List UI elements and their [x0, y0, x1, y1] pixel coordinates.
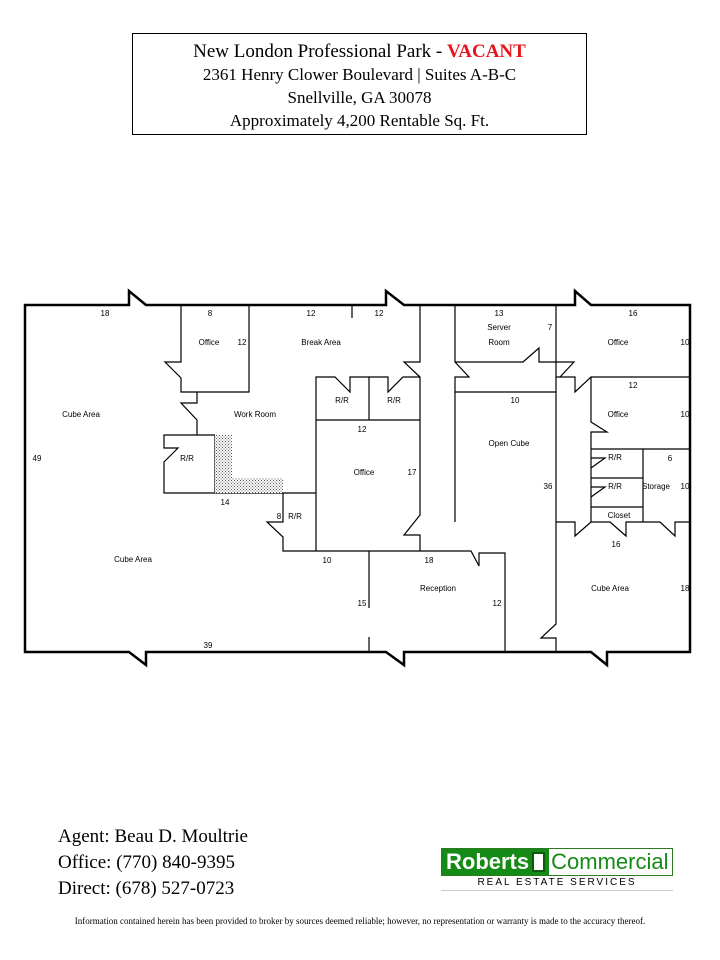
property-name: New London Professional Park - [193, 41, 447, 62]
room-label: Office [608, 410, 629, 419]
dimension: 12 [238, 338, 247, 347]
dimension: 10 [323, 556, 332, 565]
room-label: R/R [288, 512, 302, 521]
dimension: 39 [204, 641, 213, 650]
dimension: 16 [612, 540, 621, 549]
room-label: Break Area [301, 338, 341, 347]
room-label: Office [608, 338, 629, 347]
room-label: Office [199, 338, 220, 347]
room-label: Closet [608, 511, 631, 520]
room-label: Storage [642, 482, 671, 491]
room-labels: Cube Area Office Break Area Work Room R/… [62, 323, 670, 593]
roberts-commercial-logo: Roberts Commercial REAL ESTATE SERVICES [441, 848, 673, 891]
room-label: R/R [180, 454, 194, 463]
dimension: 18 [101, 309, 110, 318]
room-label: Cube Area [591, 584, 629, 593]
dimension: 6 [668, 454, 673, 463]
room-label: Reception [420, 584, 456, 593]
agent-name: Agent: Beau D. Moultrie [58, 826, 248, 847]
dimension: 18 [681, 584, 690, 593]
logo-left-text: Roberts [446, 849, 530, 874]
office-phone: Office: (770) 840-9395 [58, 852, 235, 873]
disclaimer: Information contained herein has been pr… [74, 916, 646, 926]
dimension: 15 [358, 599, 367, 608]
room-label: Work Room [234, 410, 276, 419]
dimension: 12 [375, 309, 384, 318]
agent-contact: Agent: Beau D. Moultrie Office: (770) 84… [58, 824, 248, 902]
dimension: 36 [544, 482, 553, 491]
dimension: 8 [277, 512, 282, 521]
city: Snellville, GA 30078 [287, 88, 432, 107]
room-label: Cube Area [62, 410, 100, 419]
square-footage: Approximately 4,200 Rentable Sq. Ft. [229, 111, 490, 130]
dimension: 12 [307, 309, 316, 318]
dimension: 12 [629, 381, 638, 390]
dimension-labels: 18 8 12 12 12 13 7 16 10 12 10 10 49 12 … [33, 309, 690, 650]
room-label: R/R [387, 396, 401, 405]
room-label: Server [487, 323, 511, 332]
room-label: R/R [608, 453, 622, 462]
dimension: 12 [493, 599, 502, 608]
dimension: 49 [33, 454, 42, 463]
title-box: New London Professional Park - VACANT 23… [132, 33, 587, 135]
dimension: 12 [358, 425, 367, 434]
dimension: 7 [548, 323, 553, 332]
walls [23, 288, 692, 668]
dimension: 16 [629, 309, 638, 318]
room-label: Open Cube [489, 439, 530, 448]
room-label: Cube Area [114, 555, 152, 564]
room-label: R/R [335, 396, 349, 405]
dimension: 10 [681, 482, 690, 491]
logo-right-text: Commercial [549, 849, 669, 875]
stippled-area [215, 435, 283, 493]
dimension: 17 [408, 468, 417, 477]
room-label: Office [354, 468, 375, 477]
dimension: 18 [425, 556, 434, 565]
property-title: New London Professional Park - VACANT [133, 40, 586, 63]
dimension: 10 [681, 410, 690, 419]
dimension: 13 [495, 309, 504, 318]
address: 2361 Henry Clower Boulevard | Suites A-B… [202, 65, 517, 84]
vacant-status: VACANT [446, 41, 526, 62]
logo-tagline: REAL ESTATE SERVICES [441, 876, 673, 891]
room-label: Room [488, 338, 510, 347]
dimension: 10 [681, 338, 690, 347]
dimension: 8 [208, 309, 213, 318]
room-label: R/R [608, 482, 622, 491]
logo-square-icon [532, 852, 546, 872]
direct-phone: Direct: (678) 527-0723 [58, 878, 235, 899]
dimension: 14 [221, 498, 230, 507]
dimension: 10 [511, 396, 520, 405]
